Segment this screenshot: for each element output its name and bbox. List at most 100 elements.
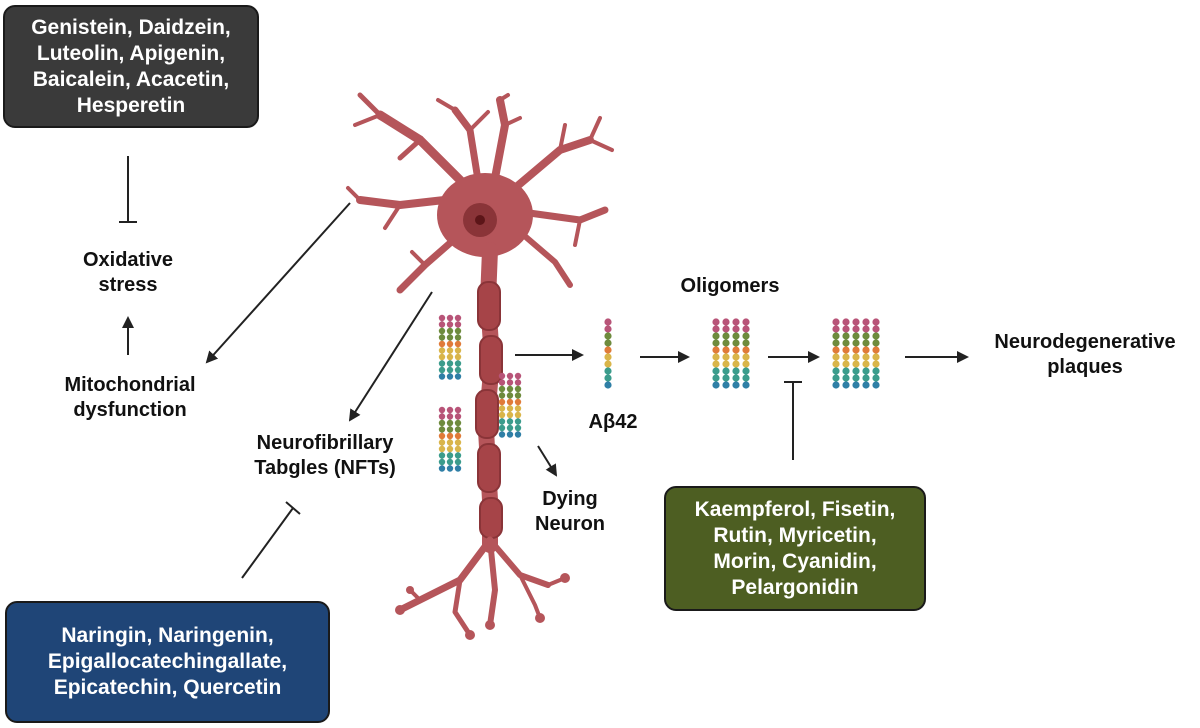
peptide-chain — [604, 318, 612, 389]
peptide-bead — [438, 366, 446, 374]
peptide-bead — [604, 332, 612, 340]
peptide-bead — [852, 381, 860, 389]
peptide-bead — [862, 374, 870, 382]
peptide-bead — [446, 327, 454, 335]
peptide-bead — [454, 353, 462, 361]
peptide-bead — [506, 372, 514, 380]
peptide-bead — [862, 346, 870, 354]
peptide-bead — [446, 347, 454, 354]
peptide-bead — [862, 381, 870, 389]
peptide-bead — [712, 339, 720, 347]
peptide-chain — [862, 318, 870, 389]
label-line: Neurofibrillary — [256, 432, 394, 454]
peptide-bead — [446, 340, 454, 348]
peptide-chain — [722, 318, 730, 389]
peptide-bead — [446, 373, 454, 380]
arrow-neuron-to-nfts — [348, 291, 433, 422]
peptide-bead — [872, 339, 880, 347]
peptide-bead — [438, 327, 446, 335]
peptide-bead — [872, 374, 880, 382]
peptide-bead — [862, 339, 870, 347]
peptide-bead — [506, 398, 514, 406]
peptide-bead — [852, 360, 860, 368]
peptide-bead — [712, 360, 720, 368]
peptide-bead — [438, 445, 446, 453]
peptide-bead — [832, 367, 840, 375]
peptide-bead — [832, 360, 840, 368]
peptide-bead — [446, 445, 454, 453]
peptide-bead — [862, 360, 870, 368]
peptide-chain — [732, 318, 740, 389]
peptide-chain — [514, 372, 522, 438]
peptide-bead — [446, 452, 454, 459]
label-line: Neurodegenerative — [994, 331, 1176, 353]
peptide-bead — [862, 367, 870, 375]
peptide-bead — [732, 374, 740, 382]
peptide-bead — [742, 381, 750, 389]
inhibition-top-left — [119, 156, 137, 223]
label-abeta42: Aβ42 — [578, 410, 648, 435]
peptide-bead — [872, 325, 880, 333]
peptide-bead — [852, 339, 860, 347]
peptide-bead — [732, 318, 740, 326]
box-line: Rutin, Myricetin, — [713, 523, 877, 547]
peptide-bead — [604, 360, 612, 368]
peptide-bead — [732, 367, 740, 375]
peptide-chain — [498, 372, 506, 438]
peptide-bead — [732, 360, 740, 368]
peptide-bead — [712, 381, 720, 389]
peptide-bead — [842, 325, 850, 333]
peptide-bead — [506, 411, 514, 419]
peptide-bead — [438, 373, 446, 380]
peptide-bead — [446, 360, 454, 367]
peptide-bead — [832, 325, 840, 333]
box-line: Baicalein, Acacetin, — [32, 67, 230, 91]
amyloid-chains — [438, 314, 880, 472]
peptide-bead — [498, 398, 506, 406]
peptide-bead — [722, 353, 730, 361]
peptide-bead — [446, 413, 454, 420]
peptide-bead — [498, 418, 506, 425]
peptide-bead — [742, 360, 750, 368]
peptide-bead — [842, 318, 850, 326]
label-line: Tabgles (NFTs) — [254, 457, 396, 479]
peptide-bead — [722, 367, 730, 375]
peptide-bead — [862, 332, 870, 340]
box-line: Epicatechin, Quercetin — [53, 676, 282, 699]
peptide-bead — [872, 367, 880, 375]
peptide-chain — [742, 318, 750, 389]
label-line: dysfunction — [73, 399, 187, 421]
peptide-bead — [498, 372, 506, 380]
peptide-bead — [742, 339, 750, 347]
peptide-bead — [446, 426, 454, 433]
peptide-bead — [722, 318, 730, 326]
peptide-bead — [514, 379, 522, 386]
peptide-bead — [454, 406, 462, 414]
label-line: Mitochondrial — [64, 374, 196, 396]
peptide-chain — [438, 314, 446, 380]
peptide-bead — [732, 381, 740, 389]
peptide-bead — [454, 419, 462, 427]
peptide-bead — [862, 318, 870, 326]
peptide-bead — [852, 374, 860, 382]
peptide-bead — [498, 424, 506, 432]
peptide-bead — [506, 418, 514, 425]
peptide-bead — [872, 353, 880, 361]
peptide-bead — [852, 332, 860, 340]
peptide-bead — [732, 332, 740, 340]
box-line: Morin, Cyanidin, — [713, 549, 877, 573]
peptide-bead — [732, 353, 740, 361]
peptide-bead — [832, 332, 840, 340]
peptide-bead — [446, 314, 454, 322]
peptide-bead — [852, 325, 860, 333]
peptide-bead — [506, 392, 514, 399]
peptide-bead — [438, 406, 446, 414]
peptide-bead — [712, 325, 720, 333]
box-line: Naringin, Naringenin, — [61, 624, 274, 647]
peptide-bead — [506, 431, 514, 438]
peptide-bead — [862, 325, 870, 333]
peptide-bead — [438, 347, 446, 354]
peptide-bead — [454, 321, 462, 328]
peptide-bead — [498, 392, 506, 399]
peptide-bead — [454, 445, 462, 453]
